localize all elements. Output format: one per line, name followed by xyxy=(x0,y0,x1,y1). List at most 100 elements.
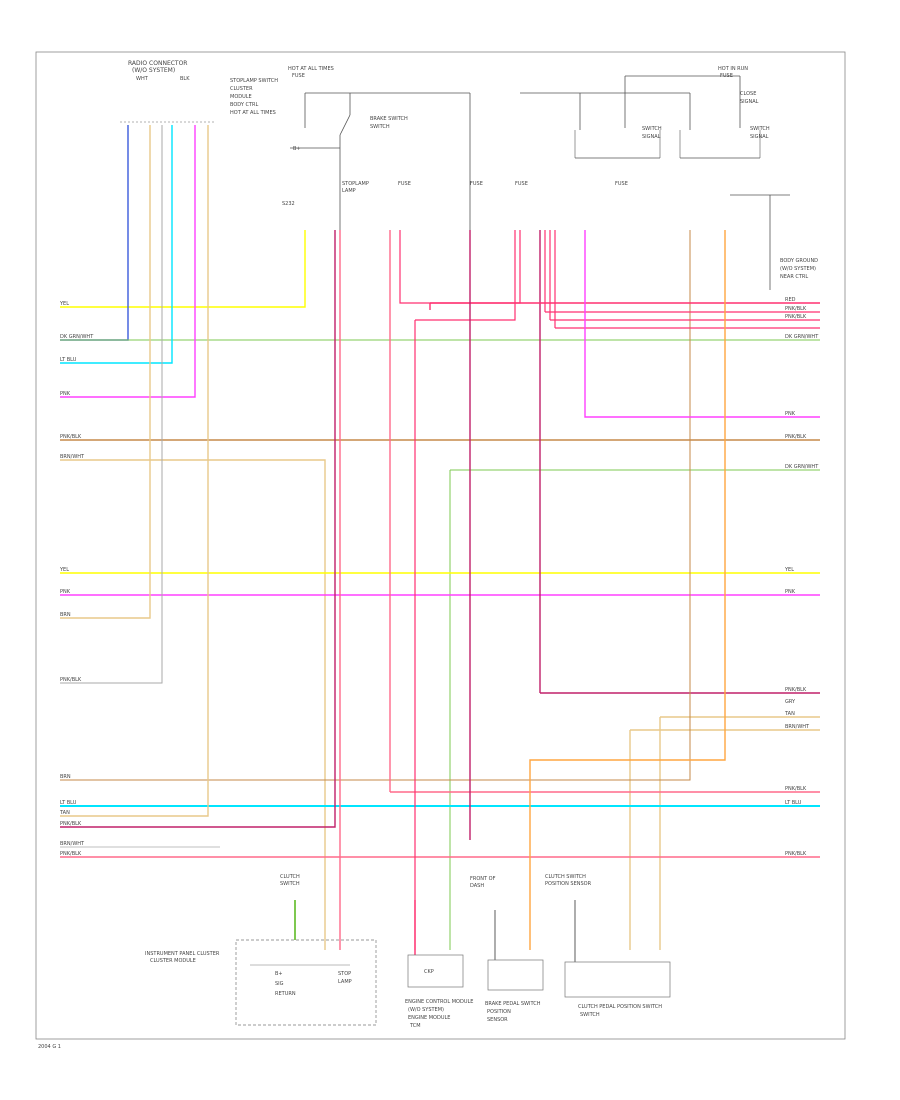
svg-text:STOP: STOP xyxy=(338,971,351,977)
svg-text:MODULE: MODULE xyxy=(230,94,252,100)
footer-label: 2004 G 1 xyxy=(38,1044,61,1050)
svg-text:SWITCH: SWITCH xyxy=(370,124,390,130)
svg-text:CLUTCH: CLUTCH xyxy=(280,874,300,880)
right-wire-label: TAN xyxy=(784,711,795,717)
bottom-component-2: CKP ENGINE CONTROL MODULE (W/O SYSTEM) E… xyxy=(405,954,473,1029)
left-wire-label: PNK/BLK xyxy=(60,434,82,440)
brake-pedal-label: BRAKE PEDAL SWITCH xyxy=(485,1001,541,1007)
right-wire-label: PNK/BLK xyxy=(785,851,807,857)
svg-text:STOPLAMP: STOPLAMP xyxy=(342,181,369,187)
wire-tan-bottom xyxy=(60,125,209,817)
wire-tan-low xyxy=(60,125,151,619)
left-wire-label: PNK/BLK xyxy=(60,821,82,827)
top-left-sub-label: WHT xyxy=(136,76,149,82)
connector-labels: STOPLAMP LAMP FUSE FUSE FUSE FUSE xyxy=(342,181,628,194)
wire-brn-low xyxy=(60,230,691,781)
right-wire-label: PNK/BLK xyxy=(785,314,807,320)
left-wire-label: BRN/WHT xyxy=(60,454,85,460)
svg-text:CLUSTER: CLUSTER xyxy=(230,86,253,92)
right-wire-label: PNK xyxy=(785,589,796,595)
top-left-connector: RADIO CONNECTOR (W/O SYSTEM) WHT BLK STO… xyxy=(120,60,278,123)
right-wire-label: LT BLU xyxy=(785,800,802,806)
instrument-cluster-box xyxy=(235,939,377,1026)
svg-text:FUSE: FUSE xyxy=(292,73,305,79)
ckp-label: CKP xyxy=(424,969,434,975)
svg-text:FRONT OF: FRONT OF xyxy=(470,876,496,882)
ecm-box xyxy=(407,954,464,988)
right-wire-label: YEL xyxy=(784,567,794,573)
left-wire-label: DK GRN/WHT xyxy=(60,334,94,340)
svg-text:SWITCH: SWITCH xyxy=(642,126,662,132)
body-ground-label: BODY GROUND xyxy=(780,258,818,264)
svg-text:BODY CTRL: BODY CTRL xyxy=(230,102,259,108)
stoplamp-label: STOPLAMP SWITCH xyxy=(230,78,278,84)
right-wire-label: PNK/BLK xyxy=(785,434,807,440)
svg-text:(W/O SYSTEM): (W/O SYSTEM) xyxy=(780,266,816,272)
left-wire-label: LT BLU xyxy=(60,800,77,806)
clutch-switch-box xyxy=(564,961,671,998)
svg-text:POSITION: POSITION xyxy=(487,1009,511,1015)
svg-text:SWITCH: SWITCH xyxy=(580,1012,600,1018)
bottom-component-4: CLUTCH PEDAL POSITION SWITCH SWITCH CLUT… xyxy=(545,874,671,1018)
svg-text:DASH: DASH xyxy=(470,883,484,889)
wire-orn-1 xyxy=(529,230,726,950)
brake-pedal-box xyxy=(487,959,544,991)
svg-text:SIGNAL: SIGNAL xyxy=(740,99,759,105)
splice-label: S232 xyxy=(282,201,295,207)
right-wire-label: PNK/BLK xyxy=(785,786,807,792)
bottom-component-3: BRAKE PEDAL SWITCH POSITION SENSOR FRONT… xyxy=(470,876,544,1023)
left-wire-label: BRN/WHT xyxy=(60,841,85,847)
svg-text:FUSE: FUSE xyxy=(615,181,628,187)
wire-tan-mid xyxy=(60,459,326,950)
right-wire-label: BRN/WHT xyxy=(785,724,810,730)
svg-text:LAMP: LAMP xyxy=(342,188,356,194)
svg-text:SIGNAL: SIGNAL xyxy=(642,134,661,140)
right-wire-label: DK GRN/WHT xyxy=(785,334,819,340)
right-wire-label: DK GRN/WHT xyxy=(785,464,819,470)
left-wire-label: PNK xyxy=(60,589,71,595)
svg-text:SWITCH: SWITCH xyxy=(280,881,300,887)
ecm-label: ENGINE CONTROL MODULE xyxy=(405,999,473,1005)
svg-text:FUSE: FUSE xyxy=(470,181,483,187)
wire-dkred-bottom xyxy=(60,230,336,828)
right-wire-label: PNK/BLK xyxy=(785,687,807,693)
svg-text:SENSOR: SENSOR xyxy=(487,1017,508,1023)
wires xyxy=(60,125,820,962)
wire-ltblu-top xyxy=(60,125,173,364)
wire-red-conn xyxy=(415,230,516,321)
left-wire-label: BRN xyxy=(60,612,71,618)
top-right-switch: HOT IN RUN FUSE SWITCH SIGNAL SWITCH SIG… xyxy=(282,66,818,290)
left-wire-label: YEL xyxy=(59,301,69,307)
hot-in-run-label: HOT IN RUN xyxy=(718,66,748,72)
svg-text:NEAR CTRL: NEAR CTRL xyxy=(780,274,808,280)
left-wire-label: PNK/BLK xyxy=(60,851,82,857)
hot-at-all-times-label: HOT AT ALL TIMES xyxy=(288,66,334,72)
wire-pnk-right xyxy=(584,230,820,418)
svg-text:FUSE: FUSE xyxy=(398,181,411,187)
left-wire-label: BRN xyxy=(60,774,71,780)
svg-text:TCM: TCM xyxy=(409,1023,421,1029)
svg-text:CLUSTER MODULE: CLUSTER MODULE xyxy=(150,958,196,964)
left-wire-label: LT BLU xyxy=(60,357,77,363)
svg-text:CLUTCH SWITCH: CLUTCH SWITCH xyxy=(545,874,586,880)
svg-text:(W/O SYSTEM): (W/O SYSTEM) xyxy=(408,1007,444,1013)
left-wire-labels: YEL DK GRN/WHT LT BLU PNK PNK/BLK BRN/WHT YEL P… xyxy=(59,301,94,857)
diagram-frame xyxy=(35,51,846,1040)
top-center-switch: HOT AT ALL TIMES FUSE BRAKE SWITCH SWITC… xyxy=(288,66,471,230)
wire-pnk-top xyxy=(60,125,196,398)
right-wire-label: PNK/BLK xyxy=(785,306,807,312)
left-wire-label: YEL xyxy=(59,567,69,573)
instrument-cluster-label: INSTRUMENT PANEL CLUSTER xyxy=(145,951,220,957)
left-wire-label: PNK/BLK xyxy=(60,677,82,683)
wire-red-left xyxy=(399,230,521,304)
svg-text:ENGINE MODULE: ENGINE MODULE xyxy=(408,1015,450,1021)
top-left-module-label: RADIO CONNECTOR xyxy=(128,60,187,67)
left-wire-label: TAN xyxy=(59,810,70,816)
svg-text:SIG: SIG xyxy=(275,981,284,987)
svg-text:RETURN: RETURN xyxy=(275,991,296,997)
wire-yel-top xyxy=(60,230,306,308)
svg-text:HOT AT ALL TIMES: HOT AT ALL TIMES xyxy=(230,110,276,116)
svg-text:LAMP: LAMP xyxy=(338,979,352,985)
